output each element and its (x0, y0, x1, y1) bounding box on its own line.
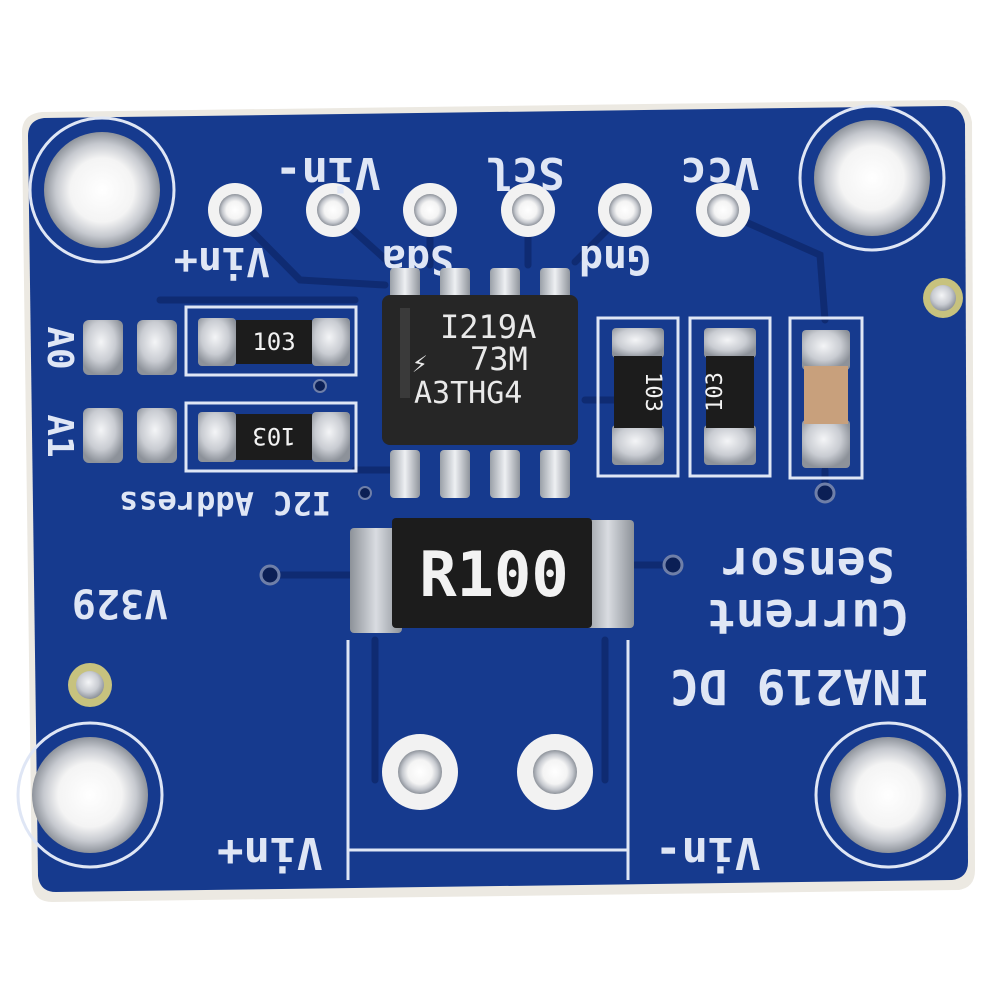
resistor-right-1: 103 (596, 316, 680, 478)
ina219-chip: I219A ⚡ 73M A3THG4 (382, 268, 578, 498)
label-a0: A0 (39, 326, 80, 369)
label-vin-plus-top: Vin+ (174, 238, 270, 284)
resistor-label-left-top: 103 (252, 328, 295, 356)
resistor-label-right-1: 103 (640, 372, 665, 412)
resistor-left-bottom: 103 (184, 401, 358, 473)
title-current: Current (707, 588, 909, 644)
chip-line-1: I219A (440, 308, 536, 346)
resistor-left-top: 103 (184, 305, 358, 377)
version-label: V329 (72, 580, 168, 626)
chip-line-2: 73M (470, 340, 528, 378)
header-labels-top: Vin- Scl Vcc (275, 147, 760, 198)
title-ina219-dc: INA219 DC (670, 658, 930, 714)
vias (68, 278, 963, 707)
terminal-label-vin-plus: Vin+ (217, 827, 323, 878)
shunt-resistor: R100 (350, 518, 634, 633)
ti-logo-icon: ⚡ (412, 349, 428, 379)
resistor-right-2: 103 (688, 316, 772, 478)
label-scl: Scl (485, 147, 564, 198)
mounting-holes (16, 104, 962, 869)
resistor-label-right-2: 103 (703, 372, 728, 412)
header-pin-holes (208, 183, 750, 237)
label-gnd: Gnd (579, 236, 651, 282)
terminal-block (346, 640, 630, 880)
chip-line-3: A3THG4 (414, 376, 522, 411)
label-a1: A1 (39, 414, 80, 457)
capacitor (788, 316, 864, 480)
shunt-label: R100 (419, 538, 568, 611)
label-vcc: Vcc (680, 147, 759, 198)
address-jumpers (83, 320, 177, 463)
resistor-label-left-bottom: 103 (252, 422, 295, 450)
label-vin-minus-top: Vin- (275, 147, 381, 198)
label-i2c-address: I2C Address (119, 484, 331, 522)
terminal-label-vin-minus: Vin- (655, 827, 761, 878)
title-sensor: Sensor (721, 536, 894, 592)
